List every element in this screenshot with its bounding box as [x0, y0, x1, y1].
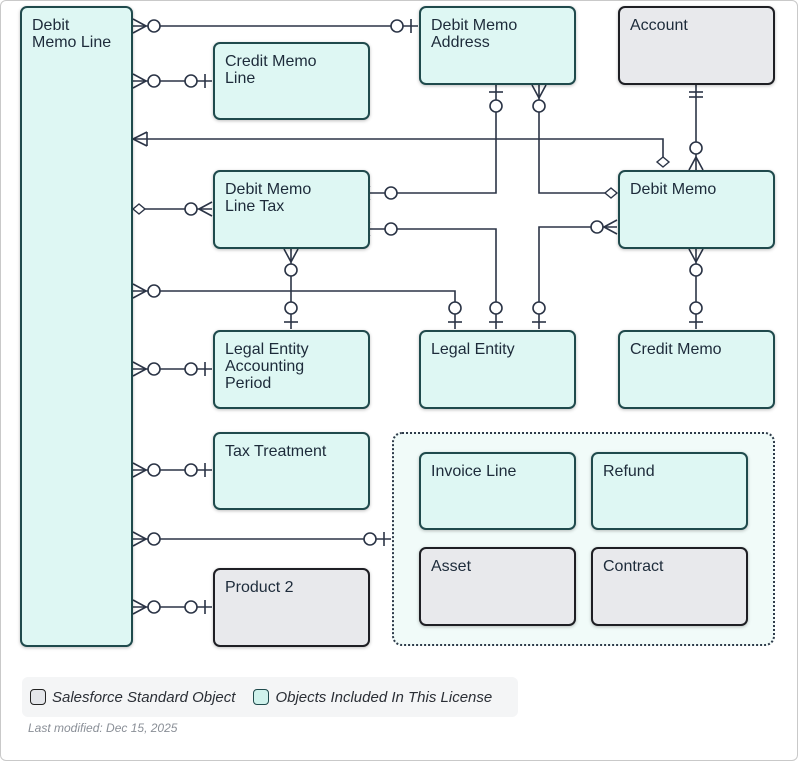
relationship-line	[132, 73, 147, 89]
legend: Salesforce Standard Object Objects Inclu…	[22, 677, 518, 717]
relationship-line	[132, 361, 147, 377]
last-modified-text: Last modified: Dec 15, 2025	[28, 721, 178, 735]
optional-circle	[147, 362, 161, 376]
optional-circle	[147, 600, 161, 614]
diamond-marker	[131, 203, 147, 215]
node-legal-entity[interactable]: Legal Entity	[419, 330, 576, 409]
optional-circle	[184, 463, 198, 477]
optional-circle	[489, 301, 503, 315]
node-tax-treatment[interactable]: Tax Treatment	[213, 432, 370, 510]
relationship-line	[688, 156, 704, 171]
node-label: Invoice Line	[431, 463, 517, 480]
node-product-2[interactable]: Product 2	[213, 568, 370, 647]
license-object-swatch	[253, 689, 270, 705]
node-label: Tax Treatment	[225, 443, 327, 460]
optional-circle	[489, 99, 503, 113]
optional-circle	[284, 263, 298, 277]
relationship-line	[688, 248, 704, 263]
node-label: Contract	[603, 558, 664, 575]
relationship-line	[132, 283, 147, 299]
node-label: Debit Memo	[630, 181, 717, 198]
relationship-line	[132, 462, 147, 478]
legend-standard-label: Salesforce Standard Object	[52, 688, 236, 706]
node-label: Legal Entity Accounting Period	[225, 341, 309, 392]
diamond-marker	[603, 187, 619, 199]
standard-object-swatch	[30, 689, 46, 705]
node-asset[interactable]: Asset	[419, 547, 576, 626]
relationship-line	[370, 228, 497, 329]
optional-circle	[689, 263, 703, 277]
optional-circle	[184, 362, 198, 376]
node-label: Debit Memo Line	[32, 17, 112, 51]
optional-circle	[390, 19, 404, 33]
legend-included-label: Objects Included In This License	[275, 688, 493, 706]
node-debit-memo-address[interactable]: Debit Memo Address	[419, 6, 576, 85]
node-label: Account	[630, 17, 688, 34]
optional-circle	[448, 301, 462, 315]
optional-circle	[689, 301, 703, 315]
diamond-marker	[655, 156, 671, 168]
node-label: Credit Memo	[630, 341, 722, 358]
optional-circle	[384, 186, 398, 200]
node-legal-entity-accounting-period[interactable]: Legal Entity Accounting Period	[213, 330, 370, 409]
legend-item-included: Objects Included In This License	[253, 689, 492, 706]
relationship-line	[531, 84, 547, 99]
relationship-line	[603, 219, 618, 235]
relationship-line	[133, 138, 664, 157]
node-credit-memo[interactable]: Credit Memo	[618, 330, 775, 409]
relationship-line	[132, 131, 148, 147]
legend-item-standard: Salesforce Standard Object	[30, 689, 235, 706]
node-invoice-line[interactable]: Invoice Line	[419, 452, 576, 530]
optional-circle	[184, 202, 198, 216]
optional-circle	[532, 301, 546, 315]
node-label: Asset	[431, 558, 472, 575]
node-contract[interactable]: Contract	[591, 547, 748, 626]
relationship-line	[132, 599, 147, 615]
node-label: Credit Memo Line	[225, 53, 317, 87]
relationship-line	[538, 226, 617, 329]
optional-circle	[284, 301, 298, 315]
optional-circle	[384, 222, 398, 236]
node-credit-memo-line[interactable]: Credit Memo Line	[213, 42, 370, 120]
relationship-line	[198, 201, 213, 217]
node-label: Product 2	[225, 579, 294, 596]
relationship-line	[283, 248, 299, 263]
optional-circle	[532, 99, 546, 113]
node-debit-memo-line-tax[interactable]: Debit Memo Line Tax	[213, 170, 370, 249]
node-label: Legal Entity	[431, 341, 515, 358]
relationship-line	[132, 531, 147, 547]
relationship-line	[132, 18, 147, 34]
optional-circle	[590, 220, 604, 234]
optional-circle	[147, 19, 161, 33]
optional-circle	[147, 74, 161, 88]
node-refund[interactable]: Refund	[591, 452, 748, 530]
optional-circle	[689, 141, 703, 155]
optional-circle	[147, 463, 161, 477]
node-debit-memo-line[interactable]: Debit Memo Line	[20, 6, 133, 647]
node-label: Debit Memo Line Tax	[225, 181, 312, 215]
node-debit-memo[interactable]: Debit Memo	[618, 170, 775, 249]
node-account[interactable]: Account	[618, 6, 775, 85]
optional-circle	[184, 600, 198, 614]
node-label: Debit Memo Address	[431, 17, 518, 51]
optional-circle	[147, 532, 161, 546]
optional-circle	[363, 532, 377, 546]
relationship-line	[538, 85, 617, 194]
relationship-line	[133, 290, 456, 329]
relationship-line	[370, 85, 497, 194]
node-label: Refund	[603, 463, 655, 480]
optional-circle	[147, 284, 161, 298]
optional-circle	[184, 74, 198, 88]
